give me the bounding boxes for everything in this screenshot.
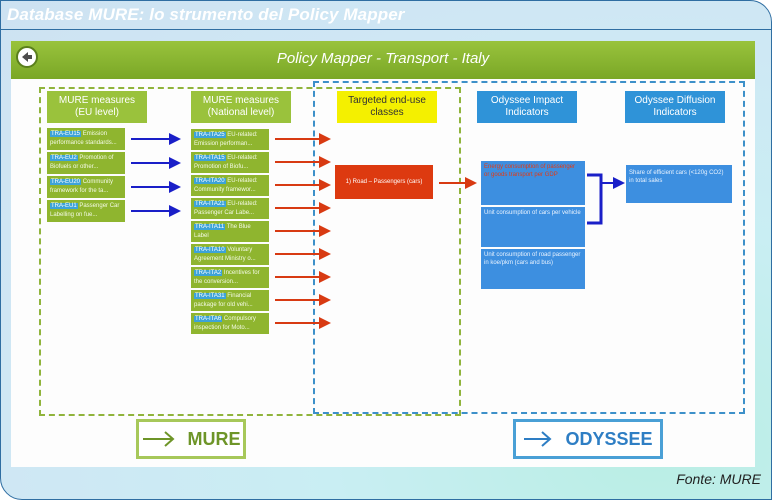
national-measure-item[interactable]: TRA-ITA21 EU-related: Passenger Car Labe… (191, 198, 269, 219)
measure-text: Community framework for the ta... (50, 179, 114, 194)
eu-measure-item[interactable]: TRA-EU15 Emission performance standards.… (47, 128, 125, 150)
measure-code: TRA-EU15 (50, 131, 82, 137)
mure-button-label: MURE (187, 428, 241, 449)
measure-code: TRA-EU20 (50, 179, 82, 185)
policy-mapper-screen: Policy Mapper - Transport - Italy MURE m… (11, 41, 755, 467)
measure-code: TRA-ITA20 (194, 178, 226, 184)
diffusion-indicator-item[interactable]: Share of efficient cars (<120g CO2) in t… (626, 165, 732, 203)
national-measure-item[interactable]: TRA-ITA6 Compulsory inspection for Moto.… (191, 313, 269, 334)
arrow-right-icon (142, 431, 175, 447)
national-measure-item[interactable]: TRA-ITA15 EU-related: Promotion of Biofu… (191, 152, 269, 173)
national-measure-item[interactable]: TRA-ITA11 The Blue Label (191, 221, 269, 242)
back-button[interactable] (16, 46, 38, 68)
measure-text: EU-related: Community framewor... (194, 178, 258, 193)
national-measure-item[interactable]: TRA-ITA25 EU-related: Emission performan… (191, 129, 269, 150)
header-mure-national: MURE measures (National level) (191, 91, 291, 123)
measure-code: TRA-ITA25 (194, 132, 226, 138)
national-to-targeted-arrows (275, 133, 331, 329)
measure-text: Promotion of Biofuels or other... (50, 155, 114, 170)
impact-to-diffusion-connector (587, 173, 625, 225)
measure-code: TRA-ITA11 (194, 224, 226, 230)
measure-code: TRA-ITA10 (194, 247, 226, 253)
mure-button[interactable]: MURE (136, 419, 246, 459)
measure-text: Incentives for the conversion... (194, 270, 260, 285)
measure-code: TRA-ITA15 (194, 155, 226, 161)
header-mure-eu: MURE measures (EU level) (47, 91, 147, 123)
measure-text: Voluntary Agreement Ministry o... (194, 247, 256, 262)
app-topbar: Policy Mapper - Transport - Italy (11, 41, 755, 79)
measure-text: Financial package for old vehi... (194, 293, 253, 308)
measure-text: EU-related: Passenger Car Labe... (194, 201, 258, 216)
odyssee-region (313, 81, 745, 414)
measure-code: TRA-EU2 (50, 155, 78, 161)
eu-measure-item[interactable]: TRA-EU20 Community framework for the ta.… (47, 176, 125, 198)
targeted-class-box[interactable]: 1) Road – Passengers (cars) (335, 165, 433, 199)
odyssee-button[interactable]: ODYSSEE (513, 419, 663, 459)
measure-code: TRA-ITA31 (194, 293, 226, 299)
measure-code: TRA-ITA21 (194, 201, 226, 207)
measure-text: EU-related: Emission performan... (194, 132, 258, 147)
measure-text: Compulsory inspection for Moto... (194, 316, 256, 331)
source-caption: Fonte: MURE (676, 471, 761, 487)
page-title: Database MURE: lo strumento del Policy M… (7, 5, 405, 24)
impact-indicator-item[interactable]: Unit consumption of road passenger in ko… (481, 249, 585, 289)
measure-code: TRA-ITA2 (194, 270, 223, 276)
header-targeted: Targeted end-use classes (337, 91, 437, 123)
measure-text: Emission performance standards... (50, 131, 117, 146)
impact-indicator-item[interactable]: Unit consumption of cars per vehicle (481, 207, 585, 247)
arrow-right-icon (524, 431, 553, 447)
measure-text: Passenger Car Labelling on fue... (50, 203, 120, 218)
targeted-to-impact-arrow (439, 177, 477, 189)
odyssee-button-label: ODYSSEE (565, 428, 653, 449)
measure-code: TRA-ITA6 (194, 316, 223, 322)
app-title: Policy Mapper - Transport - Italy (276, 50, 490, 67)
measure-text: The Blue Label (194, 224, 251, 239)
header-impact: Odyssee Impact Indicators (477, 91, 577, 123)
impact-indicator-item[interactable]: Energy consumption of passenger or goods… (481, 161, 585, 205)
header-diffusion: Odyssee Diffusion Indicators (625, 91, 725, 123)
measure-text: EU-related: Promotion of Biofu... (194, 155, 258, 170)
eu-measure-item[interactable]: TRA-EU1 Passenger Car Labelling on fue..… (47, 200, 125, 222)
eu-to-national-arrows (131, 133, 181, 217)
national-measure-item[interactable]: TRA-ITA31 Financial package for old vehi… (191, 290, 269, 311)
national-measure-item[interactable]: TRA-ITA10 Voluntary Agreement Ministry o… (191, 244, 269, 265)
arrow-left-icon (22, 52, 32, 62)
measure-code: TRA-EU1 (50, 203, 78, 209)
mure-region (39, 87, 461, 416)
title-divider (1, 29, 771, 30)
eu-measure-item[interactable]: TRA-EU2 Promotion of Biofuels or other..… (47, 152, 125, 174)
national-measure-item[interactable]: TRA-ITA20 EU-related: Community framewor… (191, 175, 269, 196)
national-measure-item[interactable]: TRA-ITA2 Incentives for the conversion..… (191, 267, 269, 288)
